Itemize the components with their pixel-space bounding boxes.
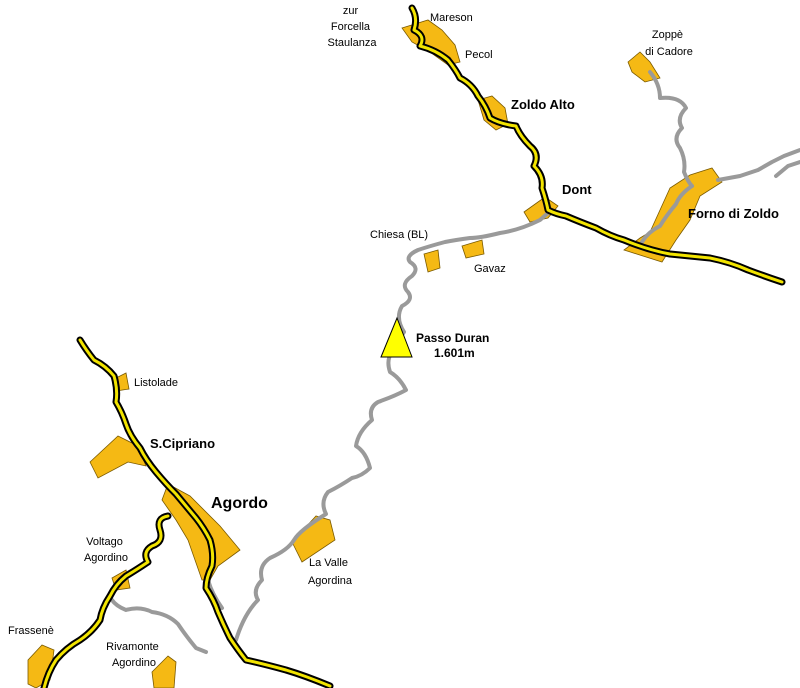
road-forno-link (640, 184, 694, 244)
place-label-chiesa: Chiesa (BL) (370, 229, 428, 241)
road-forno-east (716, 148, 800, 182)
place-labels: zur Forcella Staulanza Mareson Pecol Zop… (8, 5, 779, 669)
place-label-dont: Dont (562, 182, 592, 197)
place-label-zoldo-alto: Zoldo Alto (511, 97, 575, 112)
town-area-la-valle (291, 515, 336, 563)
minor-roads (110, 70, 800, 654)
town-areas (27, 19, 723, 688)
place-label-rivamonte: Rivamonte Agordino (106, 641, 162, 669)
town-area-chiesa (423, 249, 441, 273)
place-label-zur-forcella: zur Forcella Staulanza (328, 5, 378, 49)
road-voltago (42, 514, 170, 688)
town-area-s-cipriano (89, 435, 147, 479)
road-forno-north (774, 160, 800, 178)
place-label-la-valle: La Valle Agordina (308, 557, 353, 587)
place-label-pecol: Pecol (465, 49, 493, 61)
place-label-voltago: Voltago Agordino (84, 536, 128, 564)
place-label-agordo: Agordo (211, 495, 268, 512)
town-area-gavaz (461, 239, 485, 259)
place-label-s-cipriano: S.Cipriano (150, 436, 215, 451)
pass-elevation-label: 1.601m (434, 346, 475, 360)
place-label-frassene: Frassenè (8, 625, 54, 637)
road-passo-duran (234, 211, 550, 642)
place-label-gavaz: Gavaz (474, 263, 506, 275)
place-label-forno-di-zoldo: Forno di Zoldo (688, 206, 779, 221)
town-area-mareson-pecol (401, 19, 461, 66)
road-zoldo-valley (410, 6, 784, 284)
road-cordevole (78, 338, 332, 688)
town-area-rivamonte (151, 655, 177, 688)
place-label-zoppe: Zoppè di Cadore (645, 29, 693, 58)
place-label-listolade: Listolade (134, 377, 178, 389)
mountain-pass-triangle-icon (380, 316, 413, 358)
road-rivamonte (110, 598, 208, 654)
pass-name-label: Passo Duran (416, 331, 489, 345)
road-zoppe (648, 70, 694, 188)
main-roads (40, 4, 786, 688)
place-label-mareson: Mareson (430, 12, 473, 24)
